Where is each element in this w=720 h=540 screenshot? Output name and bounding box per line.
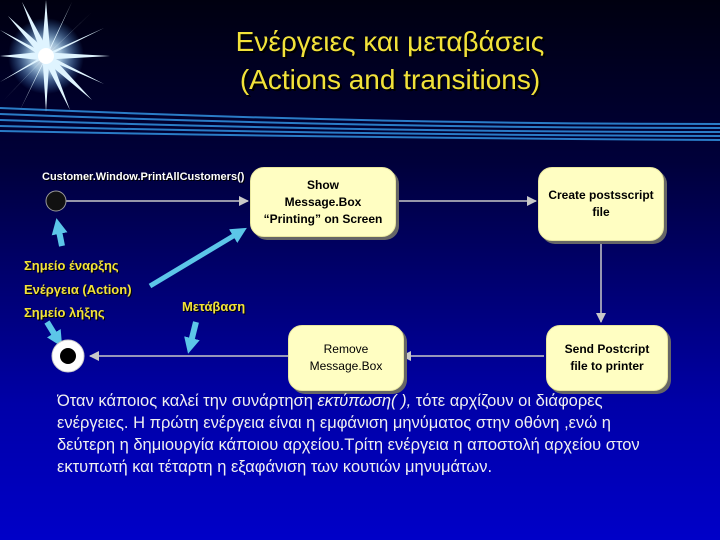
description-line-3: δεύτερη η δημιουργία κάποιου αρχείου.Τρί…: [57, 436, 640, 454]
state-text-line: Show: [307, 177, 339, 192]
state-text-line: Send Postcript: [564, 342, 650, 356]
description-text: τότε αρχίζουν οι διάφορες: [411, 392, 603, 410]
pointer-arrow-to-end: [44, 320, 63, 347]
title-line-2: (Actions and transitions): [239, 64, 541, 95]
state-text-line: Create postsscript: [548, 188, 654, 202]
state-create-postscript: Create postsscript file: [538, 167, 664, 241]
title-line-1: Ενέργειες και μεταβάσεις: [235, 26, 545, 57]
legend-start-point: Σημείο έναρξης: [24, 258, 119, 273]
stripe-lines-decoration: [0, 107, 720, 141]
description-line-2: ενέργειες. Η πρώτη ενέργεια είναι η εμφά…: [57, 414, 611, 432]
pointer-arrow-to-transition: [184, 321, 200, 354]
event-label: Customer.Window.PrintAllCustomers(): [42, 171, 245, 183]
description-line-4: εκτυπωτή και τέταρτη η εξαφάνιση των κου…: [57, 458, 493, 476]
end-state-inner: [60, 348, 76, 364]
state-text-line: “Printing” on Screen: [263, 211, 383, 226]
pointer-arrow-to-start: [51, 218, 68, 247]
state-text-line: file to printer: [570, 359, 644, 373]
state-remove-message-box: Remove Message.Box: [288, 325, 404, 391]
state-text-line: Message.Box: [284, 194, 362, 209]
state-send-postscript: Send Postcript file to printer: [546, 325, 668, 391]
state-text-line: Remove: [323, 342, 369, 356]
legend-transition: Μετάβαση: [182, 299, 246, 314]
description-line-1: Όταν κάποιος καλεί την συνάρτηση εκτύπωσ…: [57, 390, 717, 412]
function-name-text: εκτύπωση( ),: [317, 392, 412, 410]
legend-end-point: Σημείο λήξης: [24, 305, 105, 320]
state-text-line: file: [592, 205, 610, 219]
description-paragraph: Όταν κάποιος καλεί την συνάρτηση εκτύπωσ…: [57, 390, 717, 478]
starburst-decoration: [0, 0, 110, 112]
legend-action: Ενέργεια (Action): [24, 282, 132, 297]
description-text: Όταν κάποιος καλεί την συνάρτηση: [57, 392, 318, 410]
start-state-node: [45, 190, 67, 212]
state-text-line: Message.Box: [309, 359, 383, 373]
pointer-arrow-to-action: [148, 227, 247, 289]
state-show-message-box: Show Message.Box “Printing” on Screen: [250, 167, 396, 237]
